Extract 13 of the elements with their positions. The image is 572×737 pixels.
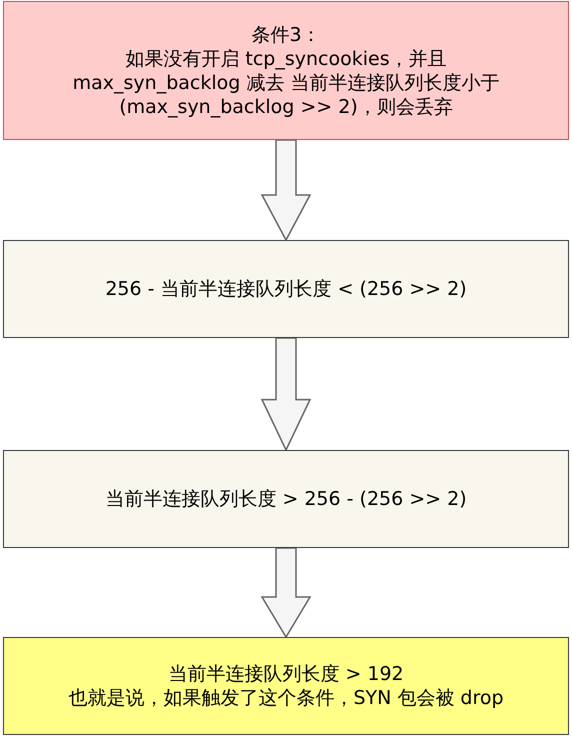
condition-box	[3, 1, 569, 140]
box-text: 如果没有开启 tcp_syncookies，并且 max_syn_backlog 减去 当前半连接队列长度小于 (max_syn_backlog >> 2)，则会丢弃	[72, 46, 500, 118]
step-box	[3, 450, 569, 548]
block-arrow	[260, 139, 312, 242]
result-box	[3, 637, 569, 735]
block-arrow	[260, 547, 312, 638]
box-text: 当前半连接队列长度 > 256 - (256 >> 2)	[105, 487, 467, 511]
box-heading: 条件3：	[251, 22, 321, 46]
block-arrow	[260, 337, 312, 452]
box-text: 也就是说，如果触发了这个条件，SYN 包会被 drop	[68, 686, 504, 710]
box-text: 256 - 当前半连接队列长度 < (256 >> 2)	[105, 277, 467, 301]
box-heading: 当前半连接队列长度 > 192	[168, 662, 404, 686]
step-box	[3, 240, 569, 338]
